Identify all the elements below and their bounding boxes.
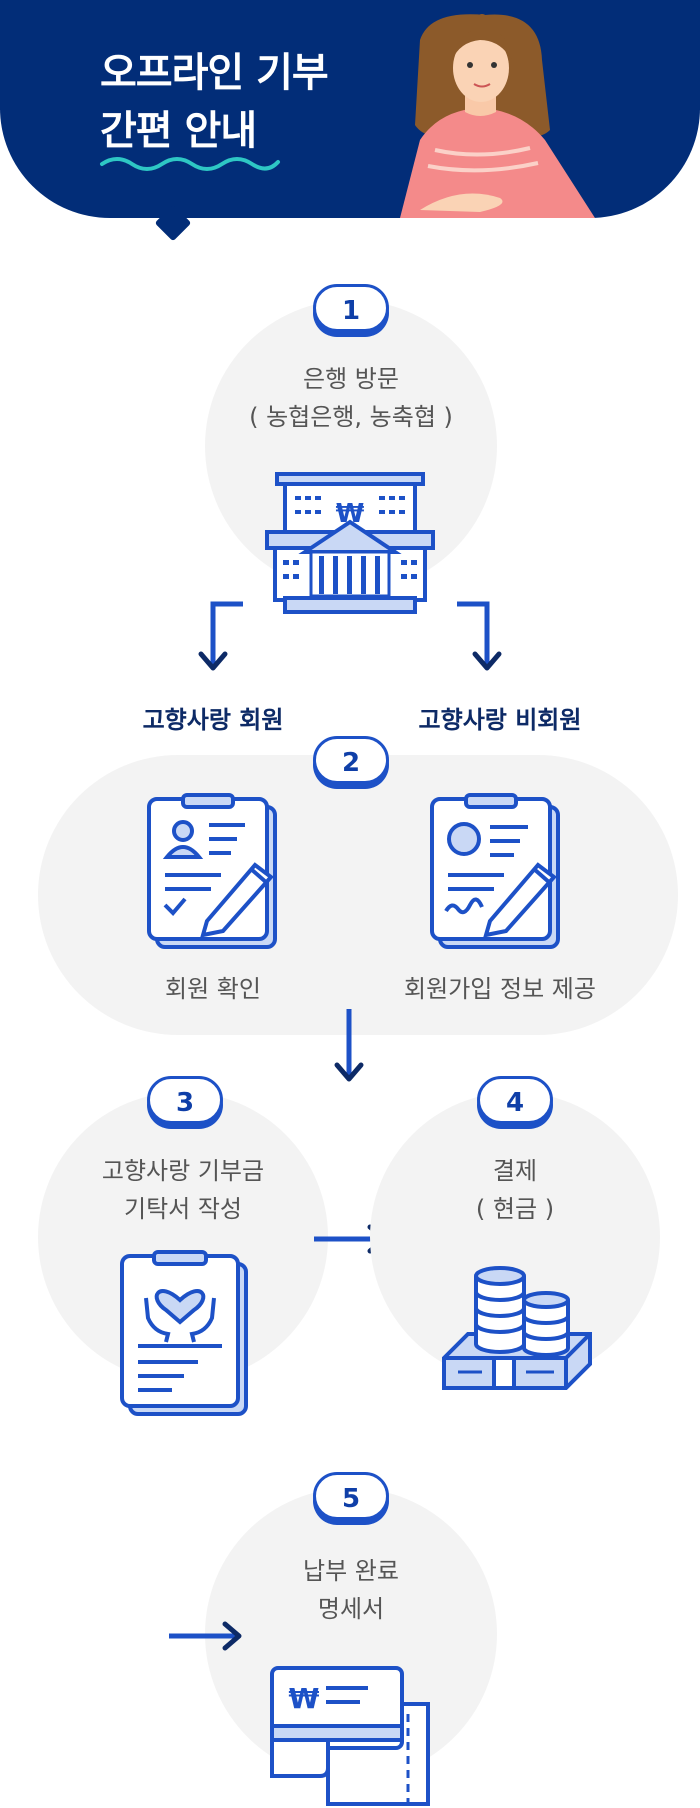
bank-building-icon: ₩ [265, 472, 435, 614]
step1-subtitle: ( 농협은행, 농축협 ) [249, 403, 453, 431]
branch-arrow-left-icon [198, 601, 243, 671]
svg-text:₩: ₩ [289, 1682, 320, 1715]
step3-subtitle: 기탁서 작성 [123, 1195, 243, 1223]
branch-arrow-right-icon [457, 601, 502, 671]
step5-text: 납부 완료 명세서 [200, 1552, 502, 1628]
member-action-label: 회원 확인 [165, 975, 261, 1003]
step4-title: 결제 [492, 1157, 538, 1185]
nonmember-label: 고향사랑 비회원 [418, 706, 582, 734]
nonmember-action-label: 회원가입 정보 제공 [404, 975, 596, 1003]
member-clipboard-icon [147, 793, 277, 949]
step3-title: 고향사랑 기부금 [101, 1157, 265, 1185]
step4-text: 결제 ( 현금 ) [365, 1152, 665, 1228]
step1-title: 은행 방문 [303, 365, 399, 393]
member-label: 고향사랑 회원 [142, 706, 284, 734]
step1-text: 은행 방문 ( 농협은행, 농축협 ) [200, 360, 502, 436]
page-title: 오프라인 기부 간편 안내 [100, 44, 329, 160]
step4-badge: 4 [477, 1076, 553, 1124]
step3-badge: 3 [147, 1076, 223, 1124]
wave-underline-icon [100, 157, 280, 171]
down-arrow-icon [334, 1009, 364, 1082]
page-title-line1: 오프라인 기부 [100, 50, 329, 96]
woman-illustration-icon [400, 14, 595, 218]
page-title-line2: 간편 안내 [100, 108, 257, 154]
right-arrow-icon [169, 1621, 242, 1651]
receipt-icon: ₩ [270, 1666, 430, 1806]
step5-badge: 5 [313, 1472, 389, 1520]
step4-subtitle: ( 현금 ) [475, 1195, 555, 1223]
donation-form-icon [120, 1250, 248, 1416]
step5-title: 납부 완료 [303, 1557, 399, 1585]
step2-badge: 2 [313, 736, 389, 784]
step5-subtitle: 명세서 [317, 1595, 385, 1623]
step1-badge: 1 [313, 284, 389, 332]
step3-text: 고향사랑 기부금 기탁서 작성 [33, 1152, 333, 1228]
signup-clipboard-icon [430, 793, 560, 949]
cash-stack-icon [442, 1266, 592, 1390]
step2-band [38, 755, 678, 1035]
